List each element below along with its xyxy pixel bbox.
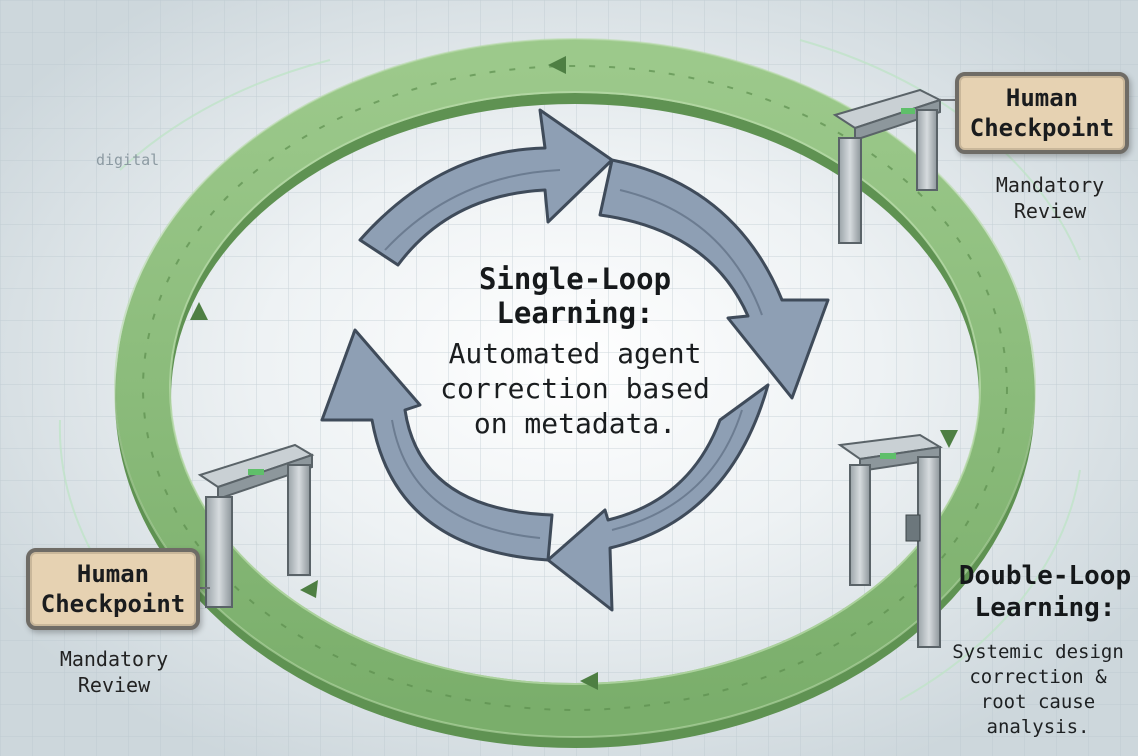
checkpoint-gate-right — [837, 433, 943, 648]
double-loop-description: Systemic design correction & root cause … — [938, 640, 1138, 740]
review-line1: Mandatory — [995, 173, 1105, 197]
inner-loop-stripes — [384, 169, 763, 539]
review-line1: Mandatory — [59, 647, 169, 671]
double-loop-title: Double-Loop Learning: — [950, 560, 1138, 624]
mandatory-review-label-bottom: Mandatory Review — [34, 646, 194, 698]
background-label: digital — [96, 151, 159, 169]
double-loop-title-line2: Learning: — [974, 593, 1116, 623]
double-loop-description-line: Systemic design — [952, 641, 1124, 663]
arrow-icon — [190, 302, 208, 320]
review-line2: Review — [77, 673, 151, 697]
checkpoint-label-line2: Checkpoint — [40, 590, 186, 618]
outer-loop-arrows — [190, 56, 958, 690]
checkpoint-gate-icon — [197, 443, 315, 608]
single-loop-description: Automated agent correction based on meta… — [400, 336, 750, 441]
checkpoint-gate-icon — [832, 88, 943, 244]
double-loop-title-line1: Double-Loop — [958, 561, 1132, 591]
inner-arrow-right — [598, 158, 830, 400]
inner-arrow-left — [320, 328, 554, 562]
checkpoint-label-line1: Human — [1005, 84, 1079, 112]
double-loop-description-line: analysis. — [986, 716, 1090, 738]
human-checkpoint-box-top: Human Checkpoint — [955, 72, 1129, 154]
review-line2: Review — [1013, 199, 1087, 223]
single-loop-title-line1: Single-Loop — [478, 262, 672, 296]
arrow-icon — [548, 56, 566, 74]
single-loop-description-line: on metadata. — [473, 407, 677, 440]
single-loop-description-line: Automated agent — [448, 337, 702, 370]
checkpoint-gate-icon — [837, 433, 943, 648]
checkpoint-gate-top — [832, 88, 943, 244]
single-loop-title-line2: Learning: — [496, 296, 654, 330]
checkpoint-label-line2: Checkpoint — [969, 114, 1115, 142]
mandatory-review-label-top: Mandatory Review — [970, 172, 1130, 224]
arrow-icon — [940, 430, 958, 448]
arrow-icon — [300, 580, 318, 598]
single-loop-description-line: correction based — [440, 372, 710, 405]
double-loop-description-line: correction & — [969, 666, 1107, 688]
checkpoint-gate-bottom — [197, 443, 315, 608]
inner-loop-arrows — [320, 108, 830, 612]
human-checkpoint-box-bottom: Human Checkpoint — [26, 548, 200, 630]
outer-loop-ring — [114, 38, 1036, 748]
single-loop-title: Single-Loop Learning: — [405, 262, 745, 330]
double-loop-description-line: root cause — [980, 691, 1096, 713]
inner-arrow-bottom — [546, 383, 770, 612]
arrow-icon — [580, 672, 598, 690]
checkpoint-label-line1: Human — [76, 560, 150, 588]
